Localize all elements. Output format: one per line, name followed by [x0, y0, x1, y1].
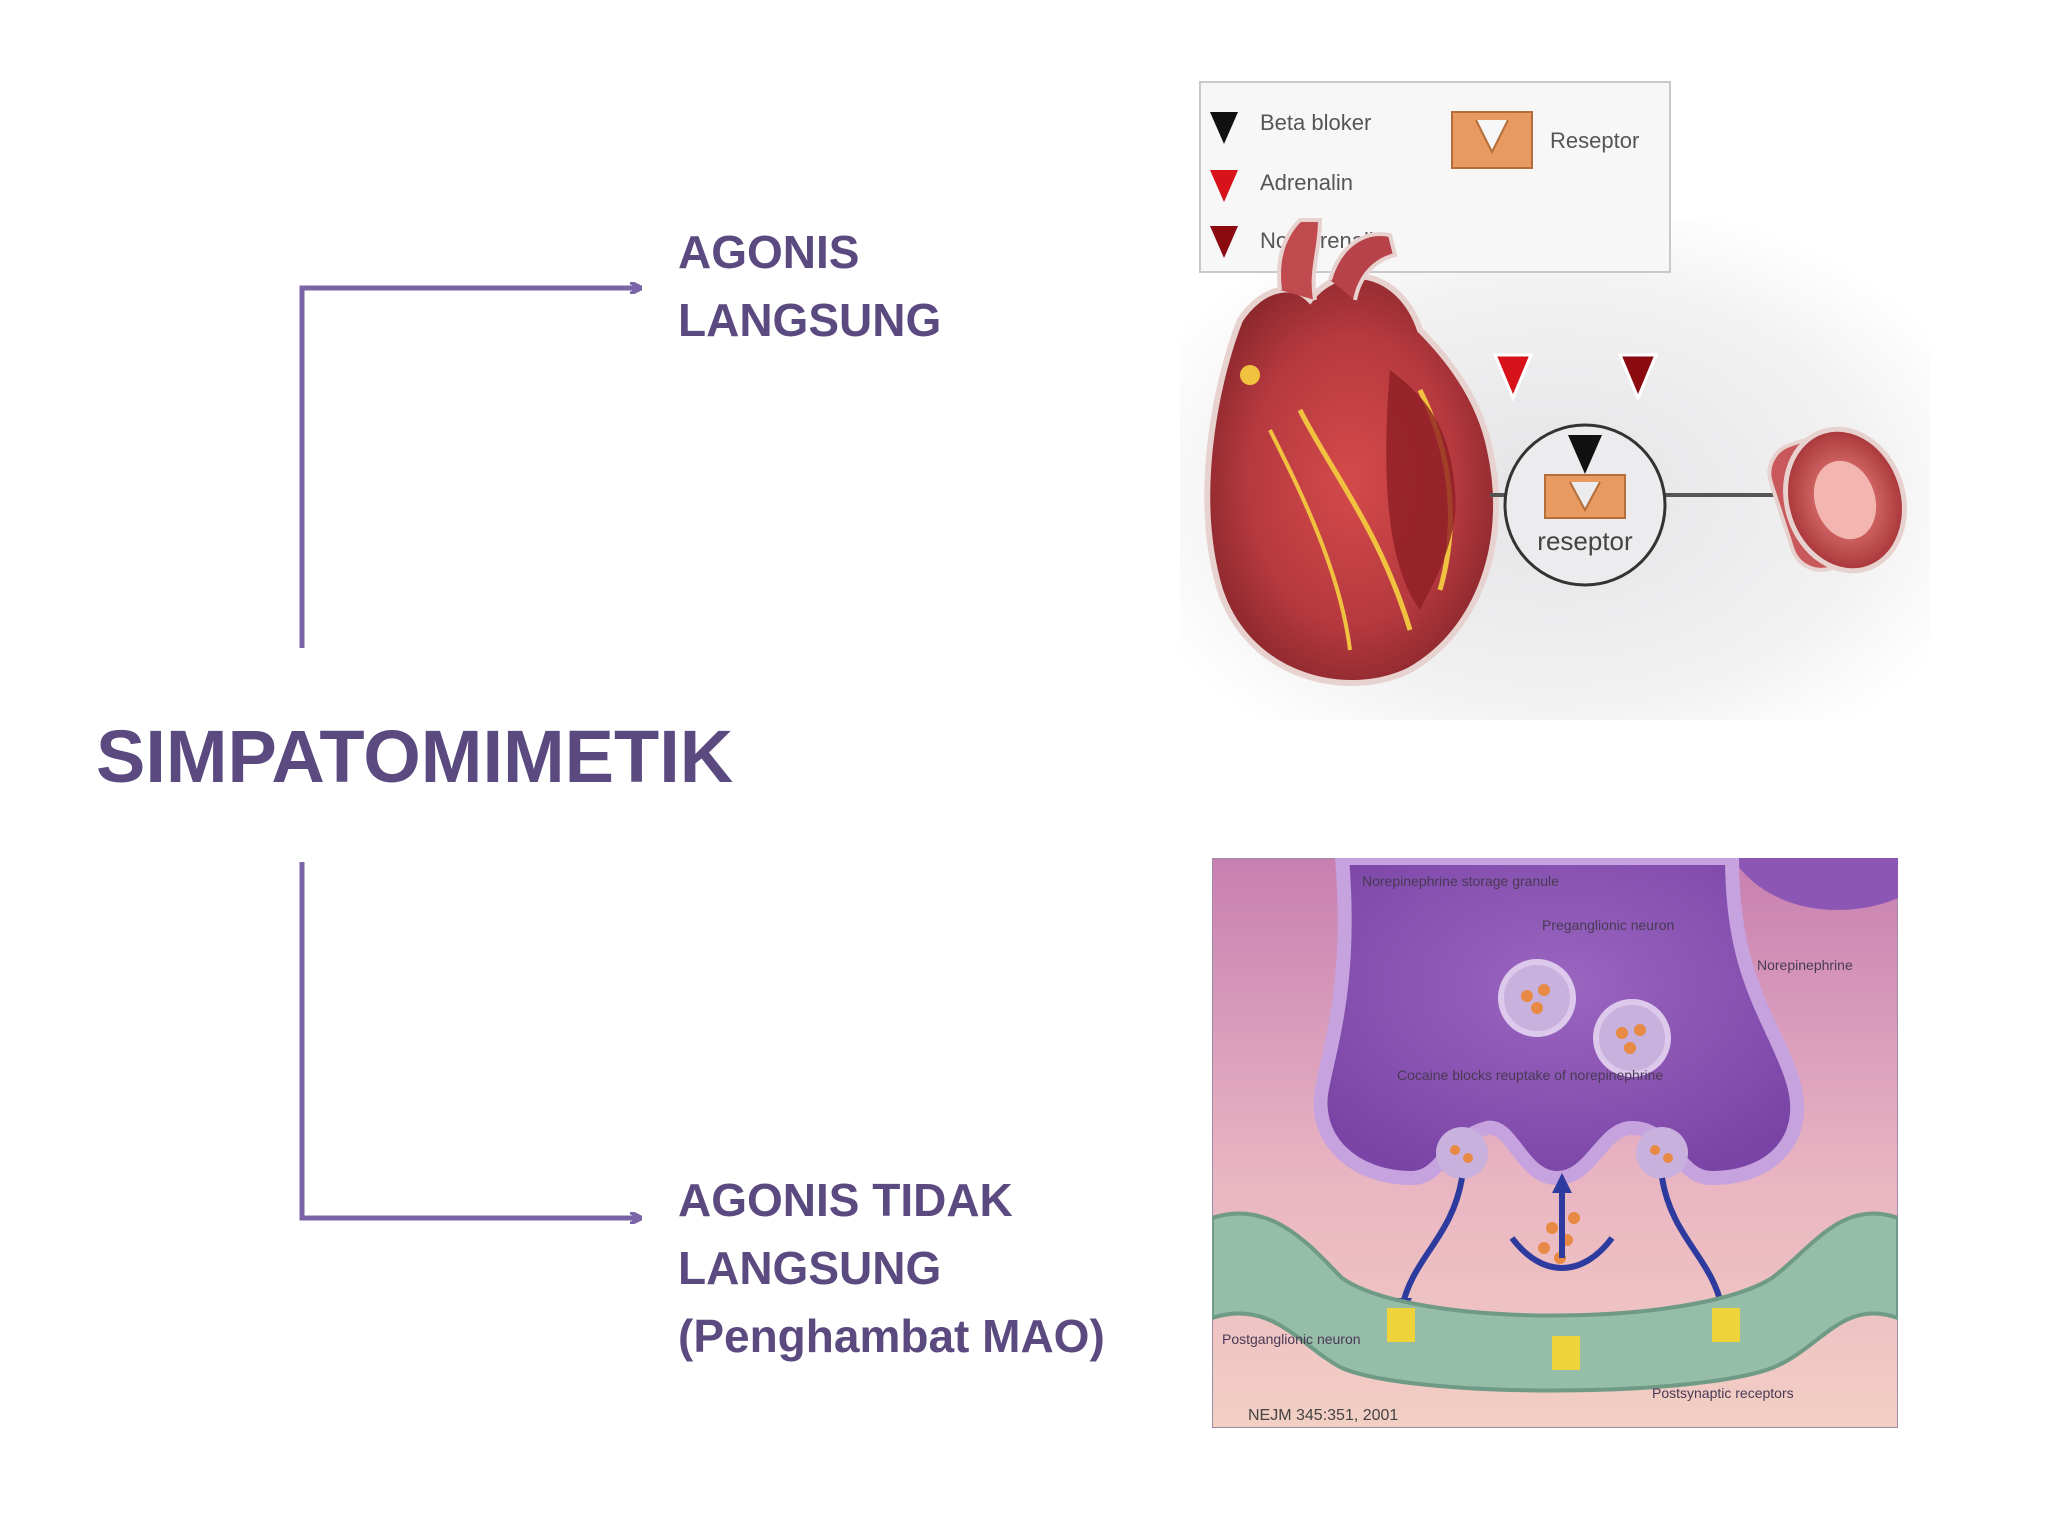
- reuptake-arrows: [1399, 1177, 1725, 1309]
- legend-beta-blocker: Beta bloker: [1260, 110, 1371, 135]
- legend-receptor: Reseptor: [1550, 128, 1639, 153]
- branch-direct-line2: LANGSUNG: [678, 294, 942, 346]
- storage-granules: [1436, 959, 1688, 1179]
- branch-direct-line1: AGONIS: [678, 226, 860, 278]
- heart-receptor-illustration: Beta bloker Adrenalin Noradrenalin Resep…: [1180, 70, 1930, 720]
- page-title: SIMPATOMIMETIK: [96, 715, 734, 798]
- blood-vessel-illustration: [1767, 426, 1907, 574]
- legend-box: Beta bloker Adrenalin Noradrenalin Resep…: [1199, 81, 1671, 273]
- beta-blocker-bound-icon: [1568, 435, 1602, 474]
- postsynaptic-receptor-icon: [1712, 1308, 1740, 1342]
- arrow-to-indirect: [299, 862, 640, 1218]
- adrenaline-legend-icon: [1210, 170, 1238, 202]
- noradrenaline-legend-icon: [1210, 226, 1238, 258]
- postsynaptic-receptor-icon: [1552, 1336, 1580, 1370]
- noradrenaline-ligand-icon: [1617, 353, 1659, 402]
- label-storage-granule: Norepinephrine storage granule: [1362, 873, 1559, 889]
- adrenaline-ligand-icon: [1492, 353, 1534, 402]
- receptor-label: reseptor: [1537, 526, 1633, 556]
- label-preganglionic: Preganglionic neuron: [1542, 917, 1674, 933]
- branch-indirect-line3: (Penghambat MAO): [678, 1310, 1105, 1362]
- beta-blocker-legend-icon: [1210, 112, 1238, 144]
- receptor-legend-icon: [1451, 111, 1533, 169]
- citation: NEJM 345:351, 2001: [1248, 1407, 1398, 1424]
- legend-adrenaline: Adrenalin: [1260, 170, 1353, 195]
- arrow-to-direct: [299, 288, 640, 648]
- label-postsynaptic: Postsynaptic receptors: [1652, 1385, 1794, 1401]
- receptor-site: reseptor: [1503, 423, 1667, 587]
- released-norepinephrine: [1538, 1212, 1580, 1264]
- branch-label-indirect: AGONIS TIDAK LANGSUNG (Penghambat MAO): [678, 1166, 1105, 1370]
- branch-label-direct: AGONIS LANGSUNG: [678, 218, 941, 354]
- label-cocaine: Cocaine blocks reuptake of norepinephrin…: [1397, 1067, 1663, 1083]
- branch-indirect-line1: AGONIS TIDAK: [678, 1174, 1013, 1226]
- heart-illustration: [1204, 218, 1499, 686]
- label-norepinephrine: Norepinephrine: [1757, 957, 1853, 973]
- label-postganglionic: Postganglionic neuron: [1222, 1331, 1361, 1347]
- synapse-illustration: Norepinephrine storage granule Pregangli…: [1210, 851, 1900, 1429]
- branch-indirect-line2: LANGSUNG: [678, 1242, 942, 1294]
- postsynaptic-receptor-icon: [1387, 1308, 1415, 1342]
